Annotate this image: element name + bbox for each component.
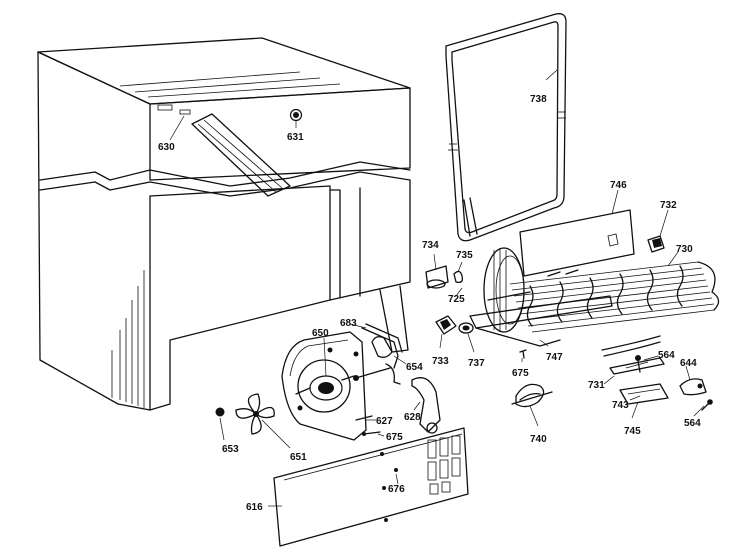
screw-627 — [355, 415, 373, 421]
label-676: 676 — [388, 484, 405, 495]
bracket-654 — [353, 336, 401, 385]
label-675-lower: 675 — [386, 432, 403, 443]
air-duct — [191, 113, 291, 197]
label-564-top: 564 — [658, 350, 675, 361]
condenser-coil-assembly — [469, 209, 720, 357]
label-734: 734 — [422, 240, 439, 251]
label-631: 631 — [287, 132, 304, 143]
fan-blade — [235, 393, 275, 435]
label-740: 740 — [530, 434, 547, 445]
fan-shroud — [281, 331, 367, 441]
label-737: 737 — [468, 358, 485, 369]
label-746: 746 — [610, 180, 627, 191]
door-gasket — [445, 13, 567, 242]
refrigerator-cabinet — [37, 37, 411, 411]
label-650: 650 — [312, 328, 329, 339]
label-644: 644 — [680, 358, 697, 369]
label-731: 731 — [588, 380, 605, 391]
label-627: 627 — [376, 416, 393, 427]
clamp-644 — [679, 378, 707, 396]
label-654: 654 — [406, 362, 423, 373]
label-738: 738 — [530, 94, 547, 105]
clip-733 — [435, 315, 457, 335]
label-743: 743 — [612, 400, 629, 411]
part-number-labels: 630 631 738 746 732 730 734 735 725 733 … — [158, 94, 701, 513]
label-630: 630 — [158, 142, 175, 153]
screw-564-bottom — [701, 399, 713, 411]
bracket-734 — [425, 265, 449, 289]
drain-strap-731 — [609, 357, 665, 375]
label-747: 747 — [546, 352, 563, 363]
label-653: 653 — [222, 444, 239, 455]
nut-653 — [215, 407, 225, 417]
label-735: 735 — [456, 250, 473, 261]
label-628: 628 — [404, 412, 421, 423]
label-730: 730 — [676, 244, 693, 255]
bracket-743 — [619, 383, 669, 405]
bracket-628 — [411, 377, 441, 434]
leader-lines — [169, 69, 705, 507]
label-564-bottom: 564 — [684, 418, 701, 429]
label-675-right: 675 — [512, 368, 529, 379]
rod-683 — [361, 323, 403, 369]
label-683: 683 — [340, 318, 357, 329]
label-651: 651 — [290, 452, 307, 463]
label-732: 732 — [660, 200, 677, 211]
label-616: 616 — [246, 502, 263, 513]
label-725: 725 — [448, 294, 465, 305]
label-745: 745 — [624, 426, 641, 437]
clip-735 — [453, 270, 464, 284]
back-panel — [273, 427, 469, 547]
control-knob — [289, 108, 303, 122]
clip-740 — [511, 383, 553, 408]
screw-675-right — [519, 349, 527, 359]
screw-675-lower — [362, 431, 381, 436]
label-733: 733 — [432, 356, 449, 367]
grommet-737 — [458, 322, 474, 334]
